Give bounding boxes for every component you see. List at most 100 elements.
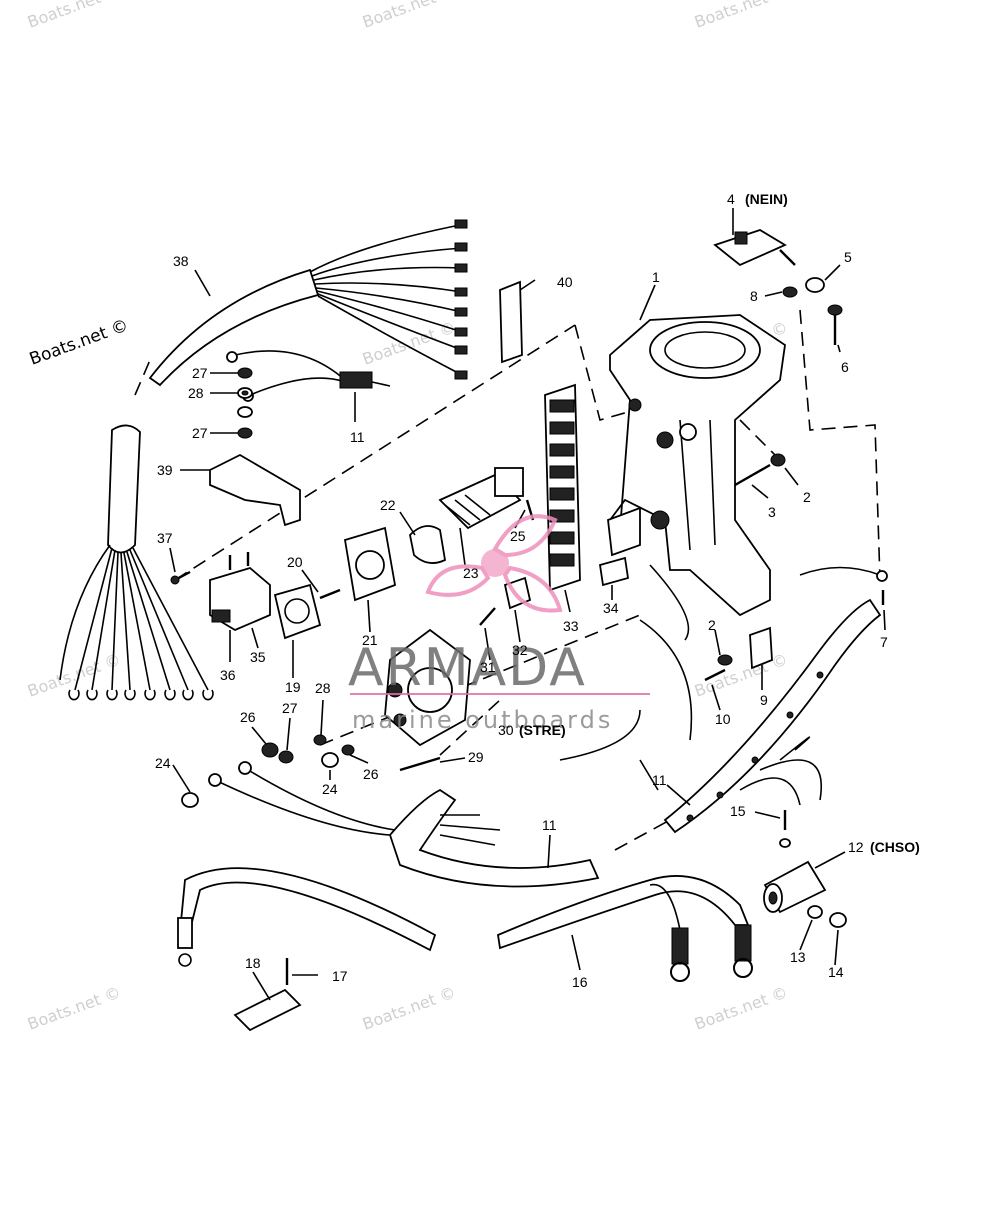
watermark-lower-left: Boats.net ©: [25, 650, 123, 701]
watermark-top-center: Boats.net: [360, 0, 438, 32]
bolt-10: [704, 668, 726, 682]
callout-39: 39: [157, 462, 173, 478]
callout-21: 21: [362, 632, 378, 648]
cable-solenoid-right: [559, 709, 641, 761]
callout-19: 19: [285, 679, 301, 695]
bolt-29: [399, 756, 441, 772]
solenoid-30: [384, 628, 471, 747]
callout-24b: 24: [322, 781, 338, 797]
main-bracket-1: [607, 314, 786, 617]
callout-20: 20: [287, 554, 303, 570]
gasket-19: [273, 583, 322, 640]
callout-8: 8: [750, 288, 758, 304]
bezel-21: [343, 526, 397, 602]
washer-stack: [237, 367, 253, 439]
main-harness-11-lower: [208, 761, 600, 888]
bolt-6: [827, 304, 843, 345]
callout-9: 9: [760, 692, 768, 708]
callout-25: 25: [510, 528, 526, 544]
callout-17: 17: [332, 968, 348, 984]
callout-27b: 27: [192, 425, 208, 441]
watermark-side-left: Boats.net ©: [27, 315, 131, 369]
propeller-icon: [425, 514, 563, 613]
callout-5: 5: [844, 249, 852, 265]
callout-23: 23: [463, 565, 479, 581]
callout-11a: 11: [350, 429, 365, 445]
jumper-wire-11-upper: [226, 350, 391, 402]
callout-6: 6: [841, 359, 849, 375]
callout-30-note: (STRE): [519, 722, 566, 738]
callout-28a: 28: [188, 385, 204, 401]
wire-harness-lower: [59, 424, 214, 701]
callout-labels: 1 2 2 3 4 (NEIN) 5 6 7 8 9 10 11 11 11 1…: [155, 191, 920, 990]
callout-10: 10: [715, 711, 731, 727]
relay-35-36: [209, 552, 271, 632]
callout-35: 35: [250, 649, 266, 665]
bolt-3: [734, 463, 771, 487]
callout-2b: 2: [708, 617, 716, 633]
wire-harness-38: [148, 219, 468, 387]
callout-14: 14: [828, 964, 844, 980]
bolt-31: [479, 607, 496, 626]
callout-28b: 28: [315, 680, 331, 696]
callout-11c: 11: [542, 817, 557, 833]
callout-3: 3: [768, 504, 776, 520]
callout-29: 29: [468, 749, 484, 765]
callout-27c: 27: [282, 700, 298, 716]
callout-32: 32: [512, 642, 528, 658]
gasket-40: [499, 280, 523, 364]
callout-24a: 24: [155, 755, 171, 771]
armada-logo: ARMADA marine outboards: [348, 514, 650, 734]
component-12: [763, 860, 827, 914]
bracket-39: [209, 453, 301, 527]
logo-wordmark: ARMADA: [348, 638, 587, 698]
screw-37: [170, 570, 191, 585]
callout-34: 34: [603, 600, 619, 616]
callout-16: 16: [572, 974, 588, 990]
callout-1: 1: [652, 269, 660, 285]
nut-5: [805, 277, 825, 293]
washer-2-lower: [717, 654, 733, 666]
watermark-top-left: Boats.net ©: [25, 0, 123, 32]
callout-11b: 11: [652, 772, 667, 788]
callout-31: 31: [480, 659, 496, 675]
callout-36: 36: [220, 667, 236, 683]
callout-30: 30: [498, 722, 514, 738]
watermark-top-right: Boats.net ©: [692, 0, 790, 32]
hardware-cluster-lower: [181, 734, 355, 808]
washer-2-upper: [770, 453, 786, 467]
watermark-bottom-right: Boats.net ©: [692, 983, 790, 1034]
callout-4: 4: [727, 191, 735, 207]
callout-18: 18: [245, 955, 261, 971]
callout-13: 13: [790, 949, 806, 965]
main-harness-11-right: [639, 564, 882, 834]
washer-8: [782, 286, 798, 298]
callout-12: 12: [848, 839, 864, 855]
leader-lines: [169, 208, 886, 1001]
callout-38: 38: [173, 253, 189, 269]
watermark-bottom-center: Boats.net ©: [360, 983, 458, 1034]
callout-4-note: (NEIN): [745, 191, 788, 207]
terminal-block-33: [544, 383, 581, 592]
callout-15: 15: [730, 803, 746, 819]
washer-13: [807, 905, 823, 919]
logo-tagline: marine outboards: [352, 706, 613, 734]
callout-26b: 26: [363, 766, 379, 782]
callout-7: 7: [880, 634, 888, 650]
clip-9: [749, 626, 773, 670]
callout-37: 37: [157, 530, 173, 546]
ignition-switch-22-23: [409, 467, 524, 564]
callout-2a: 2: [803, 489, 811, 505]
nut-14: [829, 912, 847, 928]
callout-40: 40: [557, 274, 573, 290]
callout-33: 33: [563, 618, 579, 634]
callout-12-note: (CHSO): [870, 839, 920, 855]
watermark-lower-right: Boats.net ©: [692, 650, 790, 701]
battery-cable-left: [177, 867, 437, 967]
assembly-dash-lines: [134, 309, 881, 851]
screw-20: [319, 588, 341, 600]
clip-34: [598, 556, 630, 587]
callout-26a: 26: [240, 709, 256, 725]
switch-4: [713, 229, 796, 267]
